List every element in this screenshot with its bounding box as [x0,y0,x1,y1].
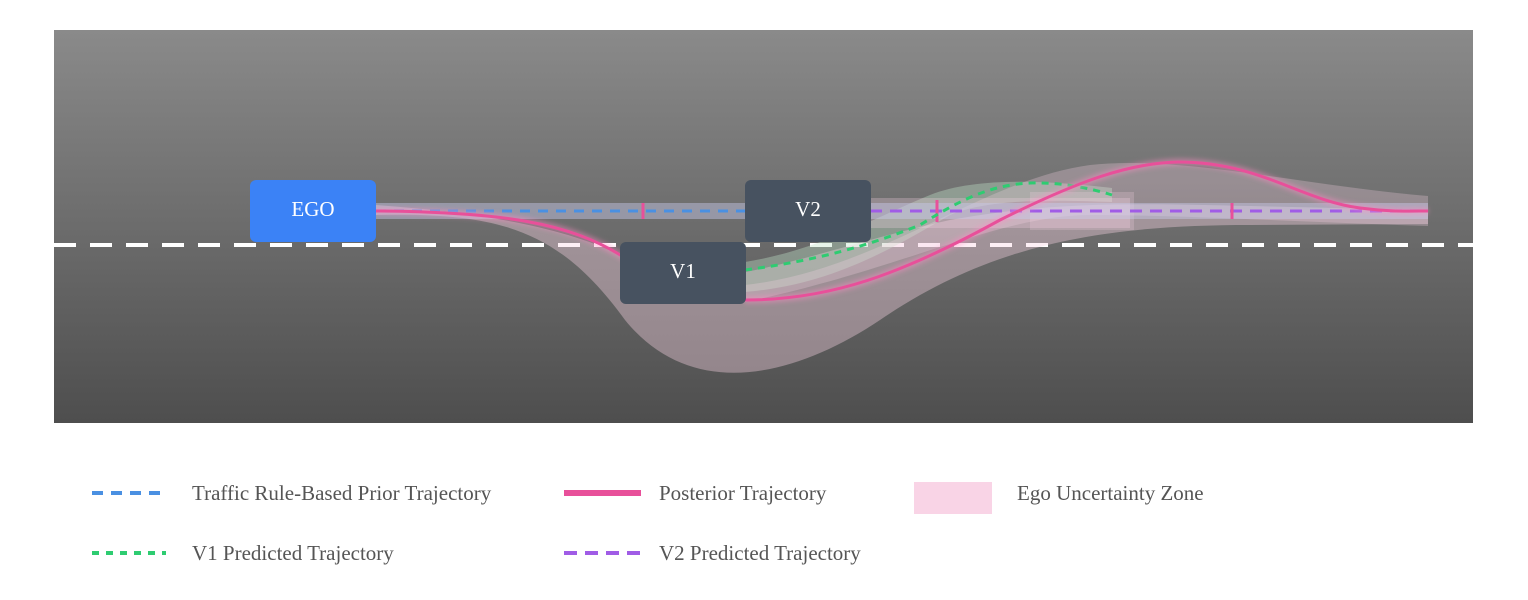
v1-vehicle: V1 [620,242,746,304]
ego-label: EGO [291,197,334,221]
legend-item-uncertainty: Ego Uncertainty Zone [914,481,1204,514]
legend-label-prior: Traffic Rule-Based Prior Trajectory [192,481,492,505]
posterior-trajectory [375,209,626,260]
legend-item-v1-pred: V1 Predicted Trajectory [92,541,394,565]
legend-label-v1-pred: V1 Predicted Trajectory [192,541,394,565]
v1-predicted-trajectory [744,181,1113,272]
posterior-trajectory [744,160,1429,302]
legend-label-v2-pred: V2 Predicted Trajectory [659,541,861,565]
posterior-uncertainty-band [745,162,1428,302]
legend-item-posterior: Posterior Trajectory [564,481,827,505]
legend-swatch-uncertainty [914,482,992,514]
v2-vehicle: V2 [745,180,871,242]
legend-label-posterior: Posterior Trajectory [659,481,827,505]
ego-uncertainty-zone-main [376,204,1428,373]
v1-label: V1 [670,259,696,283]
legend-label-uncertainty: Ego Uncertainty Zone [1017,481,1204,505]
legend-item-prior: Traffic Rule-Based Prior Trajectory [92,481,492,505]
legend-item-v2-pred: V2 Predicted Trajectory [564,541,861,565]
v2-label: V2 [795,197,821,221]
ego-vehicle: EGO [250,180,376,242]
legend: Traffic Rule-Based Prior Trajectory Post… [92,481,1204,565]
v1-uncertainty-band [745,181,1112,292]
